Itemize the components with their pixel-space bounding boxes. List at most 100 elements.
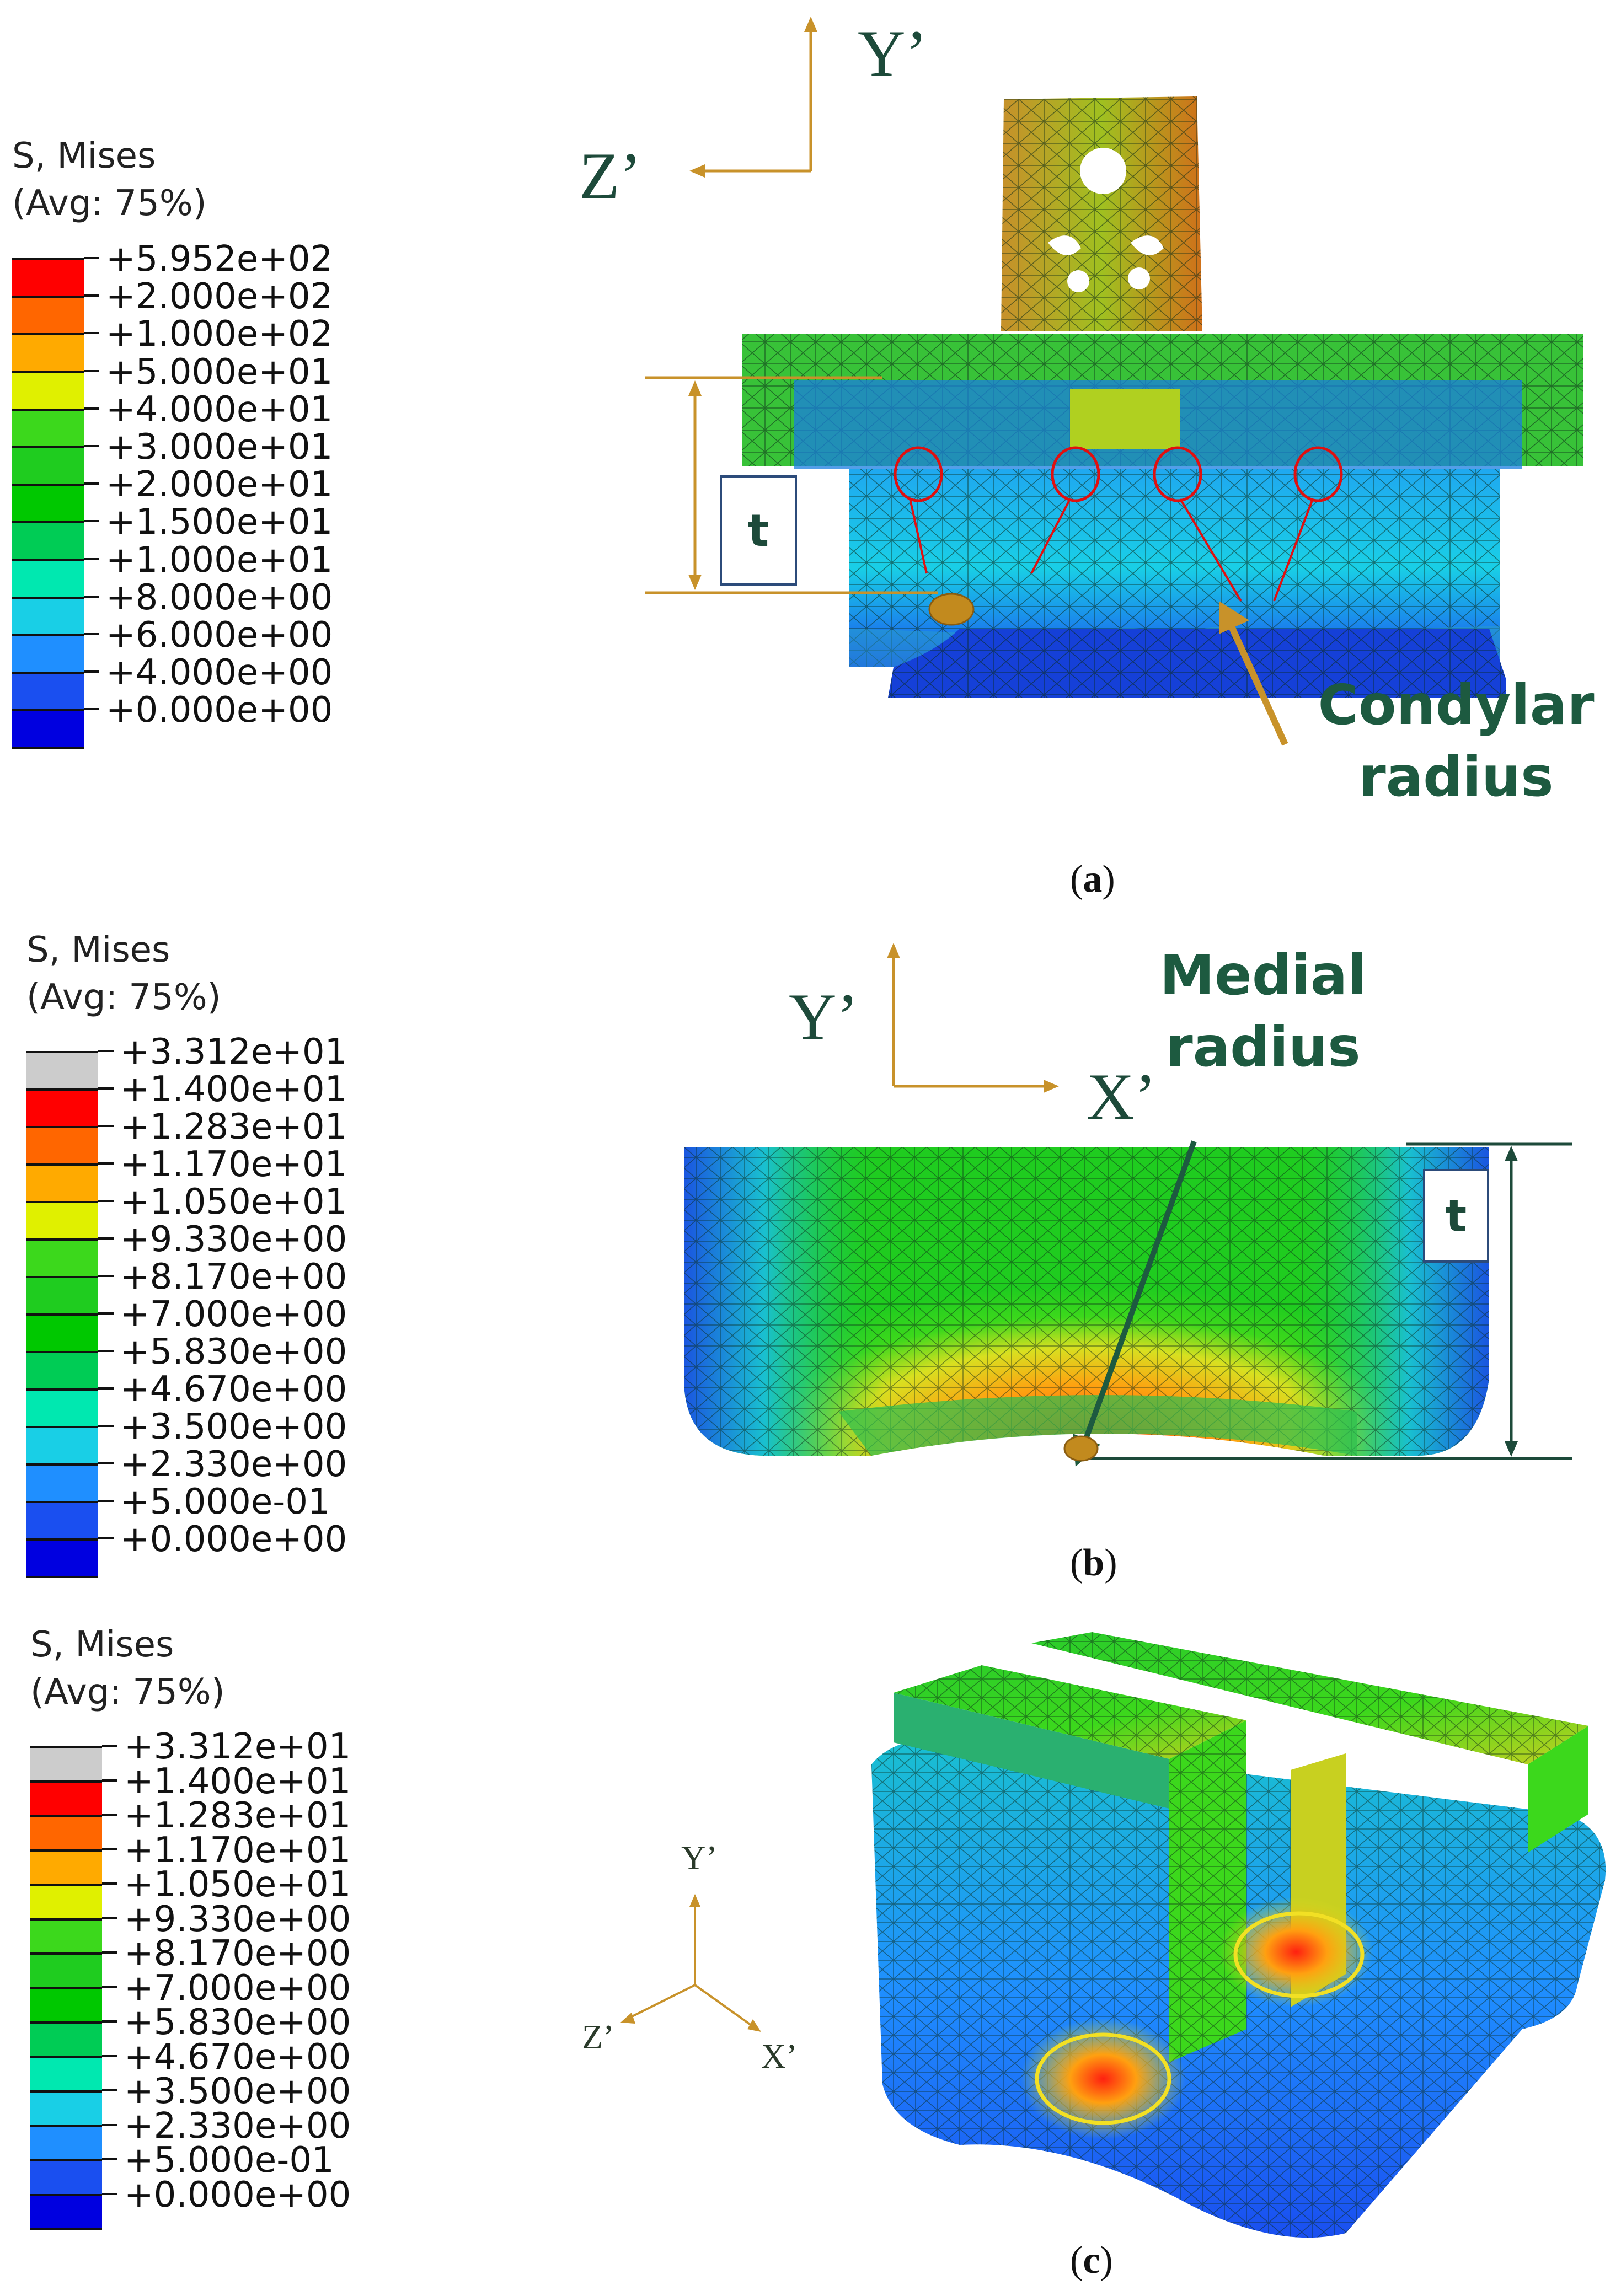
legend-label: +0.000e+00 [120,1519,347,1560]
legend-label: +1.050e+01 [120,1182,347,1222]
caption-a: (a) [1070,858,1115,900]
legend-swatch [30,2125,102,2159]
legend-tick [102,1986,117,1988]
legend-tick [102,1779,117,1782]
legend-label: +9.330e+00 [120,1219,347,1260]
legend-tick [84,369,99,372]
callout-condylar-line1: Condylar [1318,673,1595,737]
legend-label: +2.000e+01 [106,464,333,506]
legend-swatch [26,1426,98,1463]
legend-swatch [30,1780,102,1815]
legend-bottom-border [12,747,84,749]
color-legend: +3.312e+01+1.400e+01+1.283e+01+1.170e+01… [30,1729,416,2231]
legend-swatch [30,2159,102,2194]
legend-label: +1.050e+01 [124,1864,351,1905]
dimension-thickness-a [645,376,938,594]
legend-label: +0.000e+00 [106,690,333,731]
legend-tick [84,708,99,711]
legend-label: +8.000e+00 [106,577,333,618]
legend-tick [98,1350,114,1352]
axis-label-y: Y’ [789,980,859,1053]
legend-label: +3.500e+00 [124,2071,351,2112]
legend-tick [98,1275,114,1277]
legend-swatch [12,709,84,747]
legend-subtitle: (Avg: 75%) [12,183,207,224]
legend-bottom-border [30,2228,102,2230]
legend-label: +1.170e+01 [120,1144,347,1185]
legend-swatch [26,1238,98,1276]
legend-tick [98,1462,114,1464]
legend-tick [98,1237,114,1240]
legend-swatch [12,634,84,672]
legend-tick [102,2192,117,2195]
legend-swatch [30,1746,102,1780]
legend-tick [84,332,99,335]
panel-b: S, Mises (Avg: 75%) +3.312e+01+1.400e+01… [0,926,1621,1588]
legend-tick [102,2158,117,2160]
legend-tick [98,1537,114,1539]
legend-tick [102,1848,117,1850]
legend-tick [98,1200,114,1202]
axis-label-z: Z’ [582,2019,614,2056]
legend-swatch [26,1538,98,1576]
legend-swatch [12,333,84,371]
legend-label: +3.312e+01 [124,1726,351,1767]
legend-swatch [30,2056,102,2090]
legend-swatch [30,2021,102,2056]
callout-medial-line1: Medial [1159,943,1367,1007]
callout-medial-line2: radius [1165,1015,1361,1079]
legend-label: +4.000e+00 [106,652,333,694]
legend-swatch [12,596,84,634]
legend-tick [84,633,99,635]
legend-swatch [26,1051,98,1088]
legend-label: +8.170e+00 [120,1257,347,1297]
legend-tick [98,1500,114,1502]
legend-swatch [12,484,84,522]
legend-swatch [26,1163,98,1201]
legend-label: +1.283e+01 [120,1107,347,1147]
axis-triad-b [887,943,1059,1093]
legend-tick [98,1387,114,1390]
axis-label-x: X’ [1087,1060,1157,1133]
legend-tick [84,294,99,297]
legend-label: +0.000e+00 [124,2174,351,2215]
caption-c: (c) [1070,2239,1113,2282]
axis-triad-c [620,1894,761,2032]
legend-swatch [30,1815,102,1849]
legend-tick [102,1814,117,1816]
legend-label: +8.170e+00 [124,1933,351,1974]
legend-label: +1.500e+01 [106,502,333,543]
legend-label: +1.000e+02 [106,314,333,355]
legend-tick [84,482,99,485]
legend-swatch [30,2090,102,2125]
legend-tick [98,1162,114,1165]
legend-tick [84,257,99,259]
legend-label: +2.330e+00 [124,2105,351,2147]
legend-swatch [12,521,84,559]
axis-label-x: X’ [761,2038,798,2075]
legend-label: +2.330e+00 [120,1444,347,1485]
legend-tick [98,1425,114,1427]
legend-label: +4.670e+00 [120,1369,347,1410]
legend-swatch [12,446,84,484]
panel-a: S, Mises (Avg: 75%) +5.952e+02+2.000e+02… [0,0,1621,926]
fea-model-front-view [742,96,1583,698]
legend-label: +5.830e+00 [120,1332,347,1372]
legend-label: +4.000e+01 [106,389,333,430]
legend-tick [84,407,99,410]
callout-arrow-condylar [1219,601,1288,746]
legend-swatch [12,371,84,409]
legend-swatch [12,559,84,597]
legend-label: +5.830e+00 [124,2002,351,2043]
fea-model-side-view [684,1147,1489,1456]
legend-label: +1.400e+01 [124,1761,351,1802]
legend-swatch [30,1987,102,2021]
legend-swatch [12,408,84,446]
legend-tick [84,557,99,560]
legend-label: +5.000e-01 [124,2140,334,2181]
caption-b: (b) [1070,1542,1117,1584]
legend-swatch [26,1201,98,1238]
legend-title: S, Mises [30,1624,174,1665]
dimension-label-t: t [720,475,797,586]
legend-tick [84,445,99,447]
